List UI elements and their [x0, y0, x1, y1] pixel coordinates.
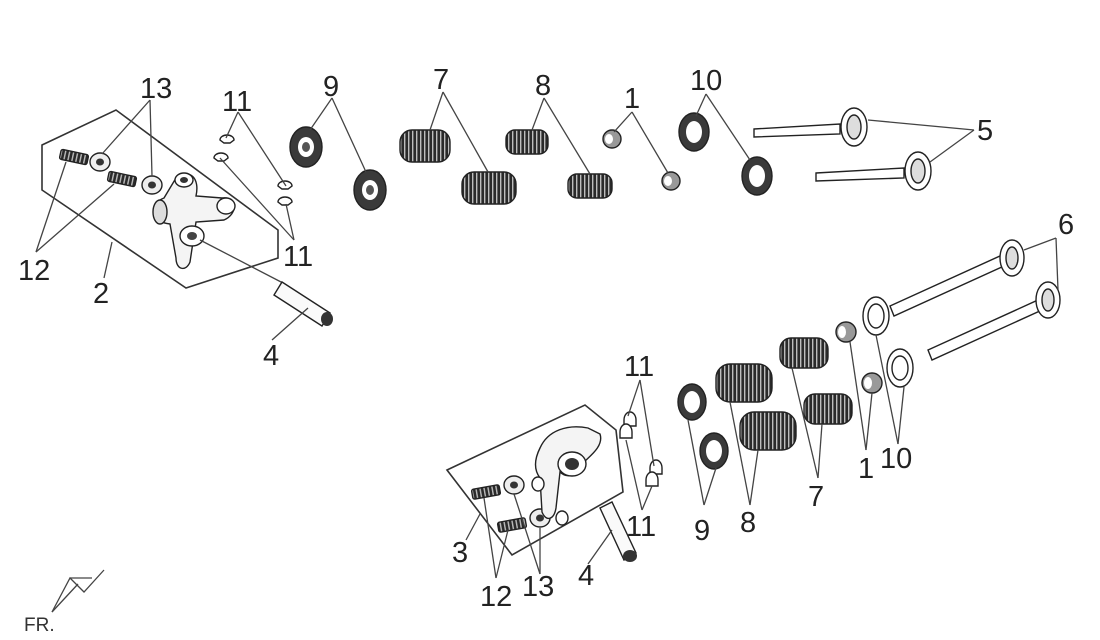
lower-lock-nut-a	[503, 475, 525, 495]
upper-valve-a	[753, 107, 868, 147]
callout-1-upper: 1	[624, 83, 640, 115]
upper-stem-seal-b	[661, 171, 681, 191]
callout-8-lower: 8	[740, 507, 756, 539]
upper-inner-spring-a	[505, 129, 549, 155]
lower-spring-seat-a	[862, 296, 890, 336]
upper-spring-retainer-a	[289, 126, 323, 168]
upper-adjusting-screw-b	[106, 170, 138, 188]
callout-2: 2	[93, 278, 109, 310]
front-orientation-marker: FR.	[24, 569, 105, 636]
callout-1-lower: 1	[858, 453, 874, 485]
lower-rocker-arm-assembly	[445, 404, 637, 562]
callout-3: 3	[452, 537, 468, 569]
leader-lines	[35, 91, 1059, 579]
upper-outer-spring-a	[399, 129, 451, 163]
lower-spring-seat-b	[886, 348, 914, 388]
callout-7-upper: 7	[433, 64, 449, 96]
lower-stem-seal-b	[861, 372, 883, 394]
callout-10-lower: 10	[880, 443, 912, 475]
callout-11-lower-b: 11	[626, 511, 656, 543]
upper-spring-seat-b	[741, 156, 773, 196]
upper-lock-nut-b	[141, 175, 163, 195]
callout-12-upper: 12	[18, 255, 50, 287]
callout-labels: 13 12 2 11 11 4 9 7 8 1 10 5 6 11 11 9 8…	[18, 64, 1074, 613]
upper-lock-nut-a	[89, 152, 111, 172]
callout-9-upper: 9	[323, 71, 339, 103]
lower-valve-b	[927, 281, 1061, 361]
lower-inner-spring-a	[779, 337, 829, 369]
callout-13-lower: 13	[522, 571, 554, 603]
callout-11-lower-a: 11	[624, 351, 654, 383]
lower-inner-spring-b	[803, 393, 853, 425]
callout-13-upper: 13	[140, 73, 172, 105]
callout-9-lower: 9	[694, 515, 710, 547]
callout-4-upper: 4	[263, 340, 279, 372]
callout-11-upper-a: 11	[222, 86, 252, 118]
callout-5: 5	[977, 115, 993, 147]
lower-rocker-shaft	[599, 501, 637, 562]
lower-valve-cotters	[619, 411, 663, 487]
lower-outer-spring-b	[739, 411, 797, 451]
upper-adjusting-screw-a	[58, 148, 90, 166]
upper-stem-seal-a	[602, 129, 622, 149]
lower-stem-seal-a	[835, 321, 857, 343]
upper-spring-seat-a	[678, 112, 710, 152]
lower-rocker-arm	[531, 426, 602, 526]
lower-adjusting-screw-b	[496, 517, 528, 533]
lower-spring-retainer-a	[677, 383, 707, 421]
front-label: FR.	[24, 615, 55, 636]
callout-7-lower: 7	[808, 481, 824, 513]
upper-rocker-arm	[152, 172, 236, 269]
upper-rocker-plate	[41, 109, 279, 289]
callout-10-upper: 10	[690, 65, 722, 97]
upper-valve-cotters	[213, 134, 293, 206]
lower-adjusting-screw-a	[470, 484, 502, 500]
upper-rocker-arm-assembly	[41, 109, 333, 327]
callout-4-lower: 4	[578, 560, 594, 592]
callout-12-lower: 12	[480, 581, 512, 613]
upper-inner-spring-b	[567, 173, 613, 199]
lower-spring-retainer-b	[699, 432, 729, 470]
lower-outer-spring-a	[715, 363, 773, 403]
callout-6: 6	[1058, 209, 1074, 241]
upper-spring-retainer-b	[353, 169, 387, 211]
callout-11-upper-b: 11	[283, 241, 313, 273]
callout-8-upper: 8	[535, 70, 551, 102]
upper-outer-spring-b	[461, 171, 517, 205]
lower-valve-a	[889, 239, 1025, 317]
upper-valve-b	[815, 151, 932, 191]
upper-rocker-shaft	[199, 239, 333, 327]
